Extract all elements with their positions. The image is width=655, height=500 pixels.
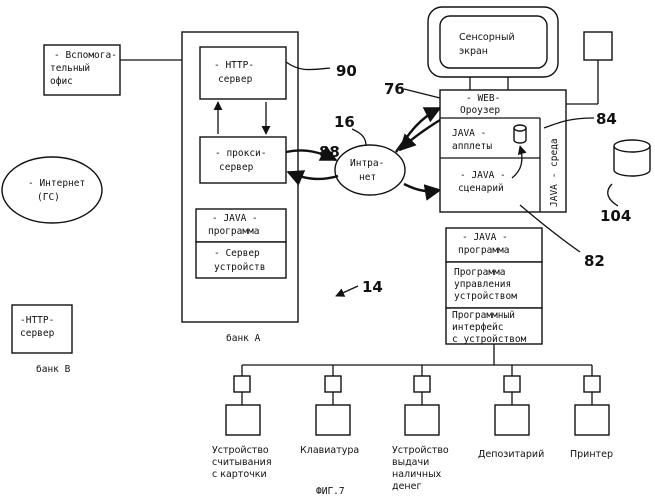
device-cash-dispenser [405, 365, 439, 435]
java-program-a-box: - JAVA - программа [196, 209, 286, 242]
ref-82: 82 [584, 252, 605, 270]
back-office-label-2: тельный [50, 63, 90, 74]
intranet-cloud: Интра- нет [335, 145, 405, 195]
java-applets-label-1: JAVA - [452, 128, 486, 139]
proxy-server-label-2: сервер [219, 162, 254, 173]
cash-dispenser-label-2: выдачи [392, 457, 429, 468]
printer-label: Принтер [570, 449, 613, 460]
ref-14: 14 [362, 278, 383, 296]
ref-88: 88 [319, 143, 340, 161]
ref-84: 84 [596, 110, 617, 128]
cash-dispenser-label-3: наличных [392, 469, 442, 480]
device-control-label-2: управления [454, 279, 511, 290]
bank-b-label: банк В [36, 364, 71, 375]
touch-screen-monitor: Сенсорный экран [428, 7, 558, 90]
touch-screen-label-2: экран [459, 46, 488, 57]
device-control-label-3: устройством [454, 291, 517, 302]
device-server-label-2: устройств [214, 262, 265, 273]
depository-label: Депозитарий [478, 449, 544, 460]
figure-caption: ФИГ.7 [316, 486, 345, 497]
touch-screen-label-1: Сенсорный [459, 32, 515, 43]
device-server-box: - Сервер устройств [196, 242, 286, 278]
ref-16-leader [352, 129, 366, 146]
card-reader-label-1: Устройство [212, 445, 269, 456]
ref-90: 90 [336, 62, 357, 80]
keyboard-label: Клавиатура [300, 445, 359, 456]
internet-label-2: (ГС) [37, 192, 60, 203]
device-interface-label-1: Программный [452, 310, 515, 321]
java-program-b-label-2: программа [458, 245, 509, 256]
java-env-label: JAVA - среда [549, 138, 560, 207]
back-office-label-3: офис [50, 76, 73, 87]
ref-104-leader [608, 184, 618, 206]
internet-cloud: - Интернет (ГС) [2, 157, 102, 223]
internet-label-1: - Интернет [28, 178, 85, 189]
device-interface-label-2: интерфейс [452, 322, 503, 333]
intranet-script-arrow [404, 184, 440, 191]
java-program-a-label-1: - JAVA - [212, 213, 258, 224]
java-applets-label-2: апплеты [452, 141, 492, 152]
java-script-label-2: сценарий [458, 183, 504, 194]
java-program-a-label-2: программа [208, 226, 259, 237]
intranet-label-1: Интра- [350, 158, 384, 169]
cash-dispenser-label-4: денег [392, 481, 421, 492]
http-server-a-label-2: сервер [218, 74, 253, 85]
http-server-a-box: - HTTP- сервер [200, 47, 286, 99]
database-icon [614, 140, 650, 176]
proxy-server-label-1: - прокси- [215, 148, 266, 159]
intranet-browser-arrow [396, 108, 440, 152]
applet-cache-icon [514, 125, 526, 143]
java-program-b-label-1: - JAVA - [462, 232, 508, 243]
touch-screen-controller [584, 32, 612, 60]
intranet-label-2: нет [359, 172, 376, 183]
device-control-label-1: Программа [454, 267, 505, 278]
ref-76-leader [404, 89, 440, 98]
web-browser-label-2: Ороузер [460, 105, 500, 116]
ref-14-arrow [336, 286, 358, 296]
card-reader-label-2: считывания [212, 457, 272, 468]
ref-104: 104 [600, 207, 631, 225]
device-printer [575, 365, 609, 435]
http-server-b-label-2: сервер [20, 328, 55, 339]
back-office-box: - Вспомога- тельный офис [44, 45, 120, 95]
browser-intranet-arrow [400, 120, 440, 150]
device-card-reader [226, 365, 260, 435]
card-reader-label-3: с карточки [212, 469, 267, 480]
http-server-b-box: -HTTP- сервер [12, 305, 72, 353]
ref-76: 76 [384, 80, 405, 98]
http-server-b-label-1: -HTTP- [20, 315, 54, 326]
device-depository [495, 365, 529, 435]
http-server-a-label-1: - HTTP- [214, 60, 254, 71]
ref-16: 16 [334, 113, 355, 131]
web-browser-label-1: - WEB- [466, 93, 500, 104]
device-keyboard [316, 365, 350, 435]
back-office-label-1: - Вспомога- [54, 50, 117, 61]
device-interface-label-3: с устройством [452, 334, 527, 345]
bank-a-label: банк А [226, 333, 261, 344]
java-script-label-1: - JAVA - [460, 170, 506, 181]
device-server-label-1: - Сервер [214, 248, 260, 259]
proxy-server-box: - прокси- сервер [200, 137, 286, 183]
cash-dispenser-label-1: Устройство [392, 445, 449, 456]
